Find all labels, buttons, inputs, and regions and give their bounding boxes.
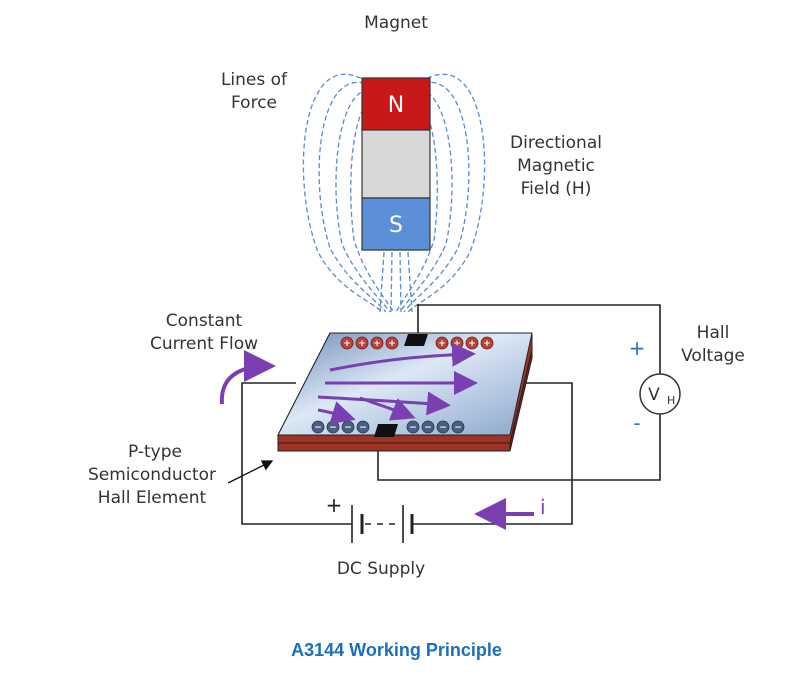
svg-text:−: − bbox=[424, 423, 432, 433]
current-i-label: i bbox=[540, 495, 546, 519]
ptype-label-3: Hall Element bbox=[98, 488, 207, 508]
svg-text:+: + bbox=[483, 339, 491, 349]
svg-text:−: − bbox=[359, 423, 367, 433]
hall-voltage-label-2: Voltage bbox=[681, 346, 745, 366]
magnet-label: Magnet bbox=[364, 13, 428, 33]
dc-battery bbox=[351, 505, 414, 543]
dc-supply-label: DC Supply bbox=[337, 559, 425, 579]
svg-text:−: − bbox=[329, 423, 337, 433]
hall-element-pointer bbox=[227, 460, 274, 484]
hall-contact-top bbox=[404, 334, 428, 346]
lines-of-force-label-1: Lines of bbox=[221, 70, 288, 90]
circuit-wires bbox=[241, 304, 661, 525]
hall-voltage-label-1: Hall bbox=[697, 323, 730, 343]
svg-text:+: + bbox=[388, 339, 396, 349]
svg-text:−: − bbox=[344, 423, 352, 433]
svg-text:+: + bbox=[468, 339, 476, 349]
figure-caption: A3144 Working Principle bbox=[291, 640, 502, 660]
directional-field-label-2: Magnetic bbox=[517, 156, 595, 176]
magnet-middle bbox=[361, 129, 431, 199]
svg-text:−: − bbox=[439, 423, 447, 433]
svg-text:+: + bbox=[438, 339, 446, 349]
ptype-label-1: P-type bbox=[128, 442, 182, 462]
directional-field-label-1: Directional bbox=[510, 133, 602, 153]
svg-text:−: − bbox=[409, 423, 417, 433]
directional-field-label-3: Field (H) bbox=[521, 179, 592, 199]
svg-text:+: + bbox=[358, 339, 366, 349]
svg-text:−: − bbox=[454, 423, 462, 433]
hall-element-plate bbox=[277, 332, 533, 452]
negative-charges: −−−− −−−− bbox=[311, 420, 465, 434]
battery-plus-sign: + bbox=[326, 493, 343, 517]
south-label: S bbox=[389, 213, 403, 238]
svg-text:−: − bbox=[314, 423, 322, 433]
ptype-label-2: Semiconductor bbox=[88, 465, 216, 485]
constant-current-arrow bbox=[219, 350, 276, 405]
svg-text:+: + bbox=[373, 339, 381, 349]
south-pole bbox=[361, 197, 431, 251]
voltmeter: V H bbox=[639, 373, 681, 415]
hall-plus-sign: + bbox=[629, 336, 646, 360]
lines-of-force-label-2: Force bbox=[231, 93, 277, 113]
constant-current-label-2: Current Flow bbox=[150, 334, 258, 354]
current-flow-arrows bbox=[317, 342, 478, 425]
svg-text:+: + bbox=[343, 339, 351, 349]
north-label: N bbox=[388, 93, 404, 118]
hall-minus-sign: - bbox=[633, 411, 640, 435]
voltmeter-label: V bbox=[648, 385, 660, 405]
hall-contact-bottom bbox=[374, 424, 398, 437]
voltmeter-subscript: H bbox=[667, 394, 675, 407]
svg-text:+: + bbox=[453, 339, 461, 349]
constant-current-label-1: Constant bbox=[166, 311, 243, 331]
bar-magnet: N S bbox=[361, 77, 431, 251]
